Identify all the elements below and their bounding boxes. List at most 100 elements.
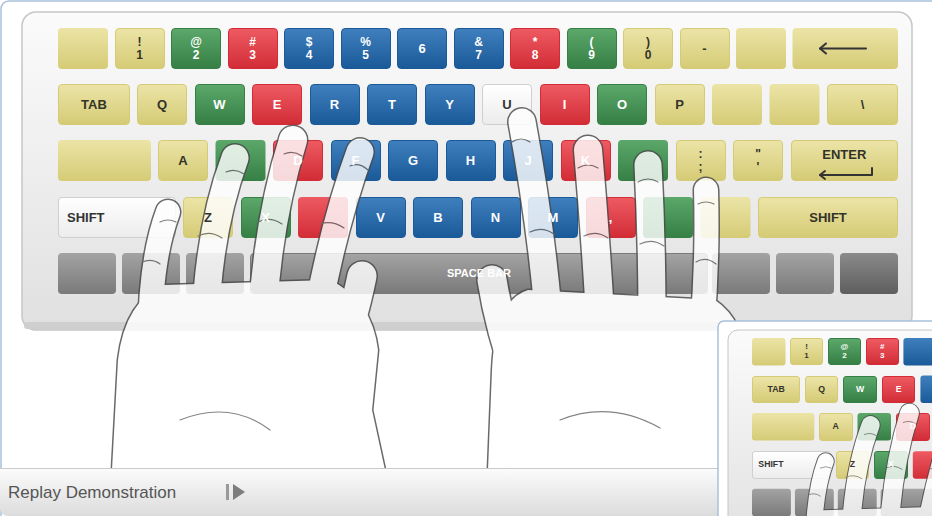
palm-outline: [112, 280, 385, 470]
key-label: T: [388, 98, 396, 112]
key-label: @: [190, 36, 202, 49]
key-label: F: [352, 154, 360, 168]
keyboard-key: N: [471, 197, 521, 238]
key-label: K: [581, 154, 590, 168]
key-label: N: [491, 211, 500, 225]
key-label: (: [590, 36, 594, 49]
key-label: #: [880, 343, 884, 351]
key: [58, 28, 108, 69]
key-label: Z: [204, 211, 212, 225]
keyboard-key: SHIFT: [758, 197, 898, 238]
key-label: X: [888, 460, 894, 469]
keyboard-key: T: [367, 84, 417, 125]
key-label: 3: [249, 49, 256, 62]
key-label: B: [433, 211, 442, 225]
key-label: R: [330, 98, 339, 112]
key: [712, 253, 770, 294]
hand-creases: [512, 139, 716, 428]
backspace-arrowhead: [820, 44, 826, 54]
keyboard-key: Q: [805, 376, 839, 403]
enter-arrowhead: [820, 171, 825, 179]
keyboard-key: A: [158, 140, 208, 181]
key-label: @: [841, 343, 849, 351]
finger: [522, 122, 548, 310]
key-label: E: [273, 98, 282, 112]
key-label: U: [502, 98, 511, 112]
control-bar: Replay Demonstration: [0, 468, 718, 516]
keyboard-key: I: [540, 84, 590, 125]
key-label: 1: [136, 49, 143, 62]
keyboard-key: TAB: [58, 84, 130, 125]
key-label: 3: [880, 352, 884, 360]
backspace-arrow: [820, 48, 866, 50]
key-label: H: [466, 154, 475, 168]
key: [920, 376, 932, 404]
keyboard-key: H: [446, 140, 496, 181]
keyboard-key: )0: [623, 28, 673, 69]
keyboard-key: P: [655, 84, 705, 125]
key-label: A: [178, 154, 187, 168]
key-label: ": [755, 148, 761, 161]
keyboard-key: Y: [425, 84, 475, 125]
keyboard-key: %5: [341, 28, 391, 69]
key-label: TAB: [767, 385, 784, 394]
key-label: :: [699, 148, 703, 161]
key-label: M: [548, 211, 559, 225]
key-label: TAB: [81, 98, 107, 112]
keyboard-key: $4: [284, 28, 334, 69]
key-label: Y: [445, 98, 454, 112]
key-label: D: [910, 422, 916, 431]
keyboard-key: E: [882, 376, 916, 403]
keyboard-key: O: [597, 84, 647, 125]
keyboard-key: (9: [567, 28, 617, 69]
keyboard-key: *8: [510, 28, 560, 69]
key-label: 2: [842, 352, 846, 360]
key-label: SHIFT: [67, 211, 105, 225]
inset-left-hand: [788, 413, 932, 516]
key-label: *: [533, 36, 538, 49]
keyboard-key: V: [356, 197, 406, 238]
caps-key: [752, 413, 814, 441]
keyboard-key: A: [819, 413, 853, 440]
keyboard-key: R: [310, 84, 360, 125]
key-label: I: [563, 98, 567, 112]
left-hand: [112, 140, 385, 470]
key: [770, 84, 820, 125]
key-label: $: [306, 36, 313, 49]
key-label: 5: [362, 49, 369, 62]
key-label: P: [675, 98, 684, 112]
key-label: SHIFT: [809, 211, 847, 225]
key-label: Z: [850, 460, 855, 469]
button-label: Replay Demonstration: [8, 484, 176, 502]
keyboard-key: !1: [790, 338, 824, 365]
keyboard-key: #3: [228, 28, 278, 69]
key-label: 4: [306, 49, 313, 62]
key-label: Q: [157, 98, 167, 112]
key-label: 2: [193, 49, 200, 62]
keyboard-key: W: [195, 84, 245, 125]
keyboard-key: @2: [171, 28, 221, 69]
key-label: Q: [818, 385, 825, 394]
key-label: ,: [609, 211, 613, 225]
keyboard-key: -: [680, 28, 730, 69]
key-label: !: [138, 36, 142, 49]
hand-creases: [142, 152, 368, 430]
key: [903, 338, 932, 366]
keyboard-key: 6: [397, 28, 447, 69]
key-label: ): [646, 36, 650, 49]
key-label: 8: [532, 49, 539, 62]
key-label: 6: [418, 42, 425, 56]
key-label: O: [617, 98, 627, 112]
key-label: G: [408, 154, 418, 168]
keyboard-key: "': [733, 140, 783, 181]
key-label: D: [293, 154, 302, 168]
key-label: E: [896, 385, 902, 394]
key-label: \: [861, 98, 865, 112]
keyboard-key: &7: [454, 28, 504, 69]
key: [712, 84, 762, 125]
keyboard-key: !1: [115, 28, 165, 69]
